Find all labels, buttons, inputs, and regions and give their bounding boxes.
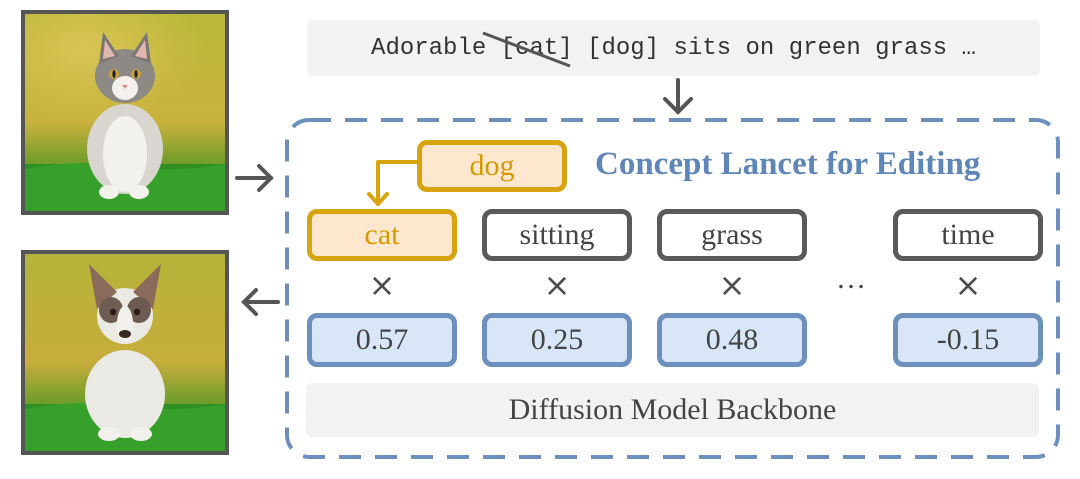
prompt-struck-word: [cat] (500, 34, 573, 62)
weight-time: -0.15 (893, 313, 1043, 367)
replacement-token-dog: dog (417, 140, 567, 192)
multiply-symbol: × (543, 266, 571, 304)
ellipsis: … (836, 262, 866, 295)
output-dog-image (21, 250, 229, 455)
token-cat: cat (307, 209, 457, 261)
diffusion-backbone: Diffusion Model Backbone (306, 383, 1039, 437)
multiply-symbol: × (368, 266, 396, 304)
weight-cat: 0.57 (307, 313, 457, 367)
token-grass: grass (657, 209, 807, 261)
multiply-symbol: × (718, 266, 746, 304)
multiply-symbol: × (954, 266, 982, 304)
prompt-prefix: Adorable (371, 34, 501, 62)
input-cat-image (21, 10, 229, 215)
panel-title: Concept Lancet for Editing (595, 146, 981, 182)
prompt-down-arrow (663, 78, 693, 115)
weight-grass: 0.48 (657, 313, 807, 367)
text-prompt: Adorable [cat] [dog] sits on green grass… (307, 20, 1040, 76)
prompt-suffix: [dog] sits on green grass … (572, 34, 976, 62)
weight-sitting: 0.25 (482, 313, 632, 367)
replacement-arrow (367, 160, 419, 206)
token-time: time (893, 209, 1043, 261)
output-arrow (241, 288, 280, 316)
token-sitting: sitting (482, 209, 632, 261)
input-arrow (235, 164, 274, 192)
